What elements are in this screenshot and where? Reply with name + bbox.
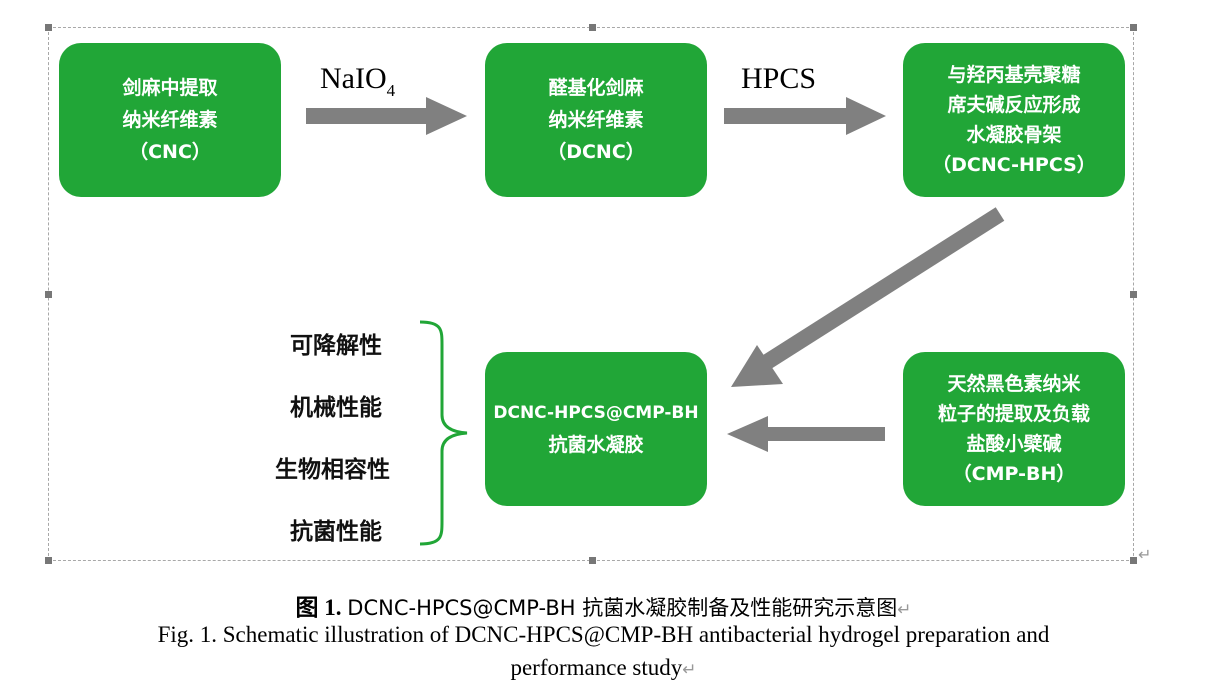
- box-hydrogel-line: 抗菌水凝胶: [548, 434, 644, 456]
- arrow-cnc-to-dcnc: [306, 97, 467, 135]
- resize-handle[interactable]: [45, 24, 52, 31]
- property-degradability: 可降解性: [290, 333, 382, 359]
- box-scaffold-line: 与羟丙基壳聚糖: [947, 64, 1081, 86]
- arrow-scaffold-to-hydrogel: [731, 207, 1005, 387]
- box-scaffold-line: （DCNC-HPCS）: [932, 154, 1096, 176]
- resize-handle[interactable]: [1130, 24, 1137, 31]
- caption-cn: 图 1. DCNC-HPCS@CMP-BH 抗菌水凝胶制备及性能研究示意图↵: [0, 588, 1207, 622]
- caption-en-line1: Fig. 1. Schematic illustration of DCNC-H…: [0, 622, 1207, 648]
- box-scaffold: 与羟丙基壳聚糖 席夫碱反应形成 水凝胶骨架 （DCNC-HPCS）: [903, 43, 1125, 197]
- box-cmp-line: （CMP-BH）: [952, 463, 1076, 485]
- box-cmp-line: 天然黑色素纳米: [947, 373, 1081, 395]
- resize-handle[interactable]: [45, 557, 52, 564]
- resize-handle[interactable]: [1130, 557, 1137, 564]
- resize-handle[interactable]: [589, 24, 596, 31]
- arrow-cmp-to-hydrogel: [727, 416, 885, 452]
- curly-brace: [419, 320, 468, 546]
- naio4-label: NaIO4: [320, 62, 395, 101]
- paragraph-mark-icon: ↵: [682, 660, 697, 680]
- box-cmp: 天然黑色素纳米 粒子的提取及负载 盐酸小檗碱 （CMP-BH）: [903, 352, 1125, 506]
- box-cnc: 剑麻中提取 纳米纤维素 （CNC）: [59, 43, 281, 197]
- resize-handle[interactable]: [589, 557, 596, 564]
- caption-en-line2: performance study↵: [0, 655, 1207, 681]
- property-mechanical: 机械性能: [290, 395, 382, 421]
- caption-en-text: Fig. 1. Schematic illustration of DCNC-H…: [157, 622, 1050, 647]
- box-dcnc-line: 纳米纤维素: [548, 109, 644, 131]
- hpcs-label: HPCS: [741, 62, 817, 95]
- naio4-text: NaIO: [320, 62, 387, 95]
- box-scaffold-line: 席夫碱反应形成: [947, 94, 1081, 116]
- resize-handle[interactable]: [1130, 291, 1137, 298]
- box-cnc-line: （CNC）: [129, 141, 211, 163]
- naio4-subscript: 4: [386, 81, 396, 100]
- box-hydrogel: DCNC-HPCS@CMP-BH 抗菌水凝胶: [485, 352, 707, 506]
- box-dcnc-line: （DCNC）: [547, 141, 645, 163]
- box-cmp-line: 粒子的提取及负载: [937, 403, 1090, 425]
- resize-handle[interactable]: [45, 291, 52, 298]
- box-scaffold-line: 水凝胶骨架: [966, 124, 1062, 146]
- box-dcnc-line: 醛基化剑麻: [548, 77, 644, 99]
- property-antibacterial: 抗菌性能: [290, 519, 382, 545]
- box-dcnc: 醛基化剑麻 纳米纤维素 （DCNC）: [485, 43, 707, 197]
- box-hydrogel-line: DCNC-HPCS@CMP-BH: [493, 403, 699, 423]
- box-cnc-line: 纳米纤维素: [122, 109, 218, 131]
- property-biocompatibility: 生物相容性: [275, 457, 390, 483]
- arrow-dcnc-to-scaffold: [724, 97, 886, 135]
- caption-en-text: performance study: [510, 655, 683, 680]
- box-cmp-line: 盐酸小檗碱: [966, 433, 1062, 455]
- paragraph-mark-icon: ↵: [897, 600, 912, 620]
- caption-cn-label: 图 1.: [295, 595, 342, 620]
- caption-cn-text: DCNC-HPCS@CMP-BH 抗菌水凝胶制备及性能研究示意图: [347, 596, 898, 620]
- box-cnc-line: 剑麻中提取: [122, 77, 218, 99]
- paragraph-mark-icon: ↵: [1138, 545, 1152, 564]
